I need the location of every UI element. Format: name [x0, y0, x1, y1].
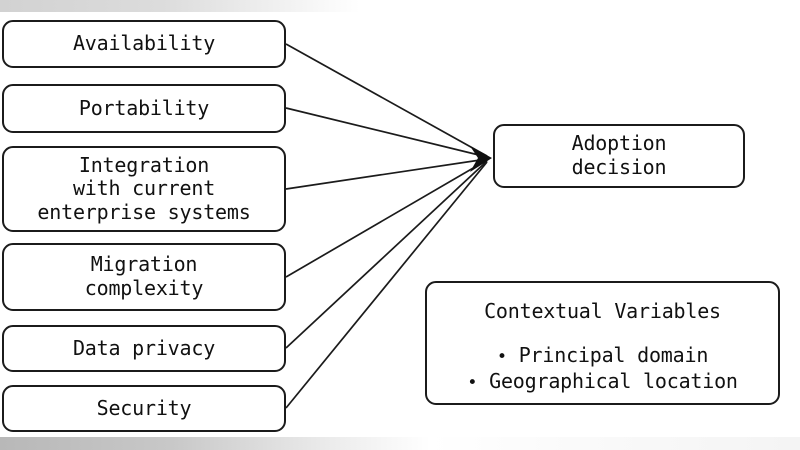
link-portability-to-decision — [285, 107, 488, 158]
factor-label-security: Security — [96, 395, 192, 420]
factor-box-migration-complexity[interactable]: Migration complexity — [2, 243, 286, 311]
arrowhead-icon — [470, 146, 492, 172]
factor-box-data-privacy[interactable]: Data privacy — [2, 325, 286, 372]
top-gradient-band — [0, 0, 360, 12]
contextual-variable-item: • Principal domain — [467, 343, 738, 369]
bottom-gradient-band-right — [430, 437, 800, 450]
contextual-variables-list: • Principal domain • Geographical locati… — [467, 343, 738, 395]
factor-label-migration-complexity: Migration complexity — [84, 252, 204, 300]
outcome-box-adoption-decision[interactable]: Adoption decision — [493, 124, 745, 188]
bullet-icon: • — [496, 347, 507, 367]
contextual-variables-title: Contextual Variables — [484, 299, 721, 323]
factor-label-integration: Integration with current enterprise syst… — [37, 152, 251, 224]
outcome-label-adoption-decision: Adoption decision — [571, 131, 667, 179]
contextual-variable-label: Principal domain — [518, 343, 709, 367]
link-availability-to-decision — [285, 43, 488, 157]
factor-label-availability: Availability — [72, 31, 216, 56]
factor-box-security[interactable]: Security — [2, 385, 286, 432]
factor-label-portability: Portability — [78, 95, 210, 120]
contextual-variable-item: • Geographical location — [467, 369, 738, 395]
bullet-icon: • — [467, 372, 478, 393]
factor-label-data-privacy: Data privacy — [72, 335, 216, 360]
bottom-gradient-band — [0, 437, 430, 450]
factor-box-portability[interactable]: Portability — [2, 84, 286, 133]
contextual-variables-box[interactable]: Contextual Variables • Principal domain … — [425, 281, 780, 405]
contextual-variable-label: Geographical location — [489, 368, 738, 393]
link-integration-to-decision — [285, 158, 488, 190]
factor-box-integration[interactable]: Integration with current enterprise syst… — [2, 146, 286, 232]
factor-box-availability[interactable]: Availability — [2, 20, 286, 68]
link-migration-to-decision — [285, 159, 488, 278]
